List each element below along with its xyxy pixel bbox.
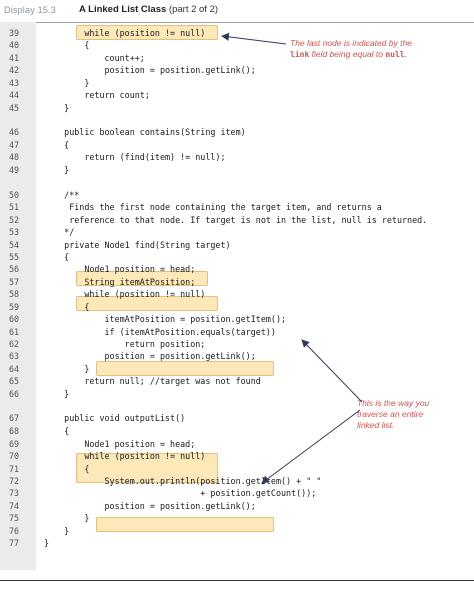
- highlight-find-advance: [96, 361, 274, 376]
- annotation-traverse: This is the way you traverse an entire l…: [357, 398, 430, 430]
- code-line: Finds the first node containing the targ…: [44, 202, 382, 212]
- line-number-gutter: [0, 22, 36, 570]
- line-number: 59: [9, 302, 20, 312]
- line-number: 54: [9, 240, 20, 250]
- line-number: 60: [9, 314, 20, 324]
- line-number: 39: [9, 28, 20, 38]
- line-number: 72: [9, 476, 20, 486]
- code-line: count++;: [44, 53, 145, 63]
- code-line: reference to that node. If target is not…: [44, 215, 428, 225]
- code-line: while (position != null): [44, 451, 206, 461]
- code-line: }: [44, 165, 70, 175]
- highlight-find-while: [76, 296, 218, 311]
- annotation-last-node: The last node is indicated by the link f…: [290, 38, 412, 59]
- arrow-traverse-down: [261, 409, 361, 484]
- highlight-output-advance: [96, 517, 274, 532]
- code-line: {: [44, 252, 70, 262]
- line-number: 63: [9, 351, 20, 361]
- code-line: while (position != null): [44, 289, 206, 299]
- code-line: */: [44, 227, 75, 237]
- code-line: return position;: [44, 339, 206, 349]
- line-number: 47: [9, 140, 20, 150]
- line-number: 44: [9, 90, 20, 100]
- highlight-find-init: [76, 271, 208, 286]
- line-number: 50: [9, 190, 20, 200]
- line-number: 68: [9, 426, 20, 436]
- code-line: }: [44, 389, 70, 399]
- code-line: }: [44, 526, 70, 536]
- code-line: return count;: [44, 90, 150, 100]
- display-part: (part 2 of 2): [168, 4, 219, 15]
- display-title-text: A Linked List Class: [79, 4, 167, 15]
- line-number: 69: [9, 439, 20, 449]
- line-number: 62: [9, 339, 20, 349]
- line-number: 65: [9, 376, 20, 386]
- code-line: + position.getCount());: [44, 488, 317, 498]
- arrow-last-node: [221, 32, 287, 45]
- code-line: private Node1 find(String target): [44, 240, 231, 250]
- arrow-traverse-up: [301, 339, 363, 403]
- line-number: 61: [9, 327, 20, 337]
- line-number: 66: [9, 389, 20, 399]
- code-line: }: [44, 364, 90, 374]
- code-line: public boolean contains(String item): [44, 127, 246, 137]
- line-number: 67: [9, 413, 20, 423]
- code-line: }: [44, 538, 50, 548]
- code-line: String itemAtPosition;: [44, 277, 196, 287]
- line-number: 43: [9, 78, 20, 88]
- code-line: Node1 position = head;: [44, 264, 196, 274]
- line-number: 42: [9, 65, 20, 75]
- highlight-output-init: [76, 453, 218, 483]
- line-number: 45: [9, 103, 20, 113]
- line-number: 75: [9, 513, 20, 523]
- line-number: 77: [9, 538, 20, 548]
- code-line: return (find(item) != null);: [44, 152, 226, 162]
- line-number: 55: [9, 252, 20, 262]
- code-line: {: [44, 40, 90, 50]
- display-title: A Linked List Class (part 2 of 2): [79, 4, 218, 15]
- line-number: 40: [9, 40, 20, 50]
- line-number: 48: [9, 152, 20, 162]
- line-number: 57: [9, 277, 20, 287]
- code-line: }: [44, 78, 90, 88]
- line-number: 71: [9, 464, 20, 474]
- line-number: 53: [9, 227, 20, 237]
- code-line: {: [44, 426, 70, 436]
- footer-rule: [0, 580, 474, 581]
- line-number: 49: [9, 165, 20, 175]
- code-line: while (position != null): [44, 28, 206, 38]
- code-line: }: [44, 103, 70, 113]
- header-rule: [0, 22, 474, 23]
- line-number: 64: [9, 364, 20, 374]
- line-number: 51: [9, 202, 20, 212]
- code-line: Node1 position = head;: [44, 439, 196, 449]
- code-line: public void outputList(): [44, 413, 186, 423]
- code-line: }: [44, 513, 90, 523]
- line-number: 56: [9, 264, 20, 274]
- line-number: 52: [9, 215, 20, 225]
- code-line: return null; //target was not found: [44, 376, 261, 386]
- code-line: position = position.getLink();: [44, 351, 256, 361]
- code-line: position = position.getLink();: [44, 65, 256, 75]
- line-number: 41: [9, 53, 20, 63]
- code-line: {: [44, 302, 90, 312]
- code-line: if (itemAtPosition.equals(target)): [44, 327, 276, 337]
- display-number: Display 15.3: [4, 5, 56, 15]
- display-header: Display 15.3 A Linked List Class (part 2…: [0, 0, 474, 24]
- line-number: 58: [9, 289, 20, 299]
- code-line: {: [44, 464, 90, 474]
- line-number: 74: [9, 501, 20, 511]
- code-line: position = position.getLink();: [44, 501, 256, 511]
- highlight-while-loop: [76, 25, 218, 40]
- code-line: itemAtPosition = position.getItem();: [44, 314, 287, 324]
- line-number: 73: [9, 488, 20, 498]
- code-line: /**: [44, 190, 80, 200]
- line-number: 76: [9, 526, 20, 536]
- code-line: {: [44, 140, 70, 150]
- line-number: 70: [9, 451, 20, 461]
- code-line: System.out.println(position.getItem() + …: [44, 476, 322, 486]
- line-number: 46: [9, 127, 20, 137]
